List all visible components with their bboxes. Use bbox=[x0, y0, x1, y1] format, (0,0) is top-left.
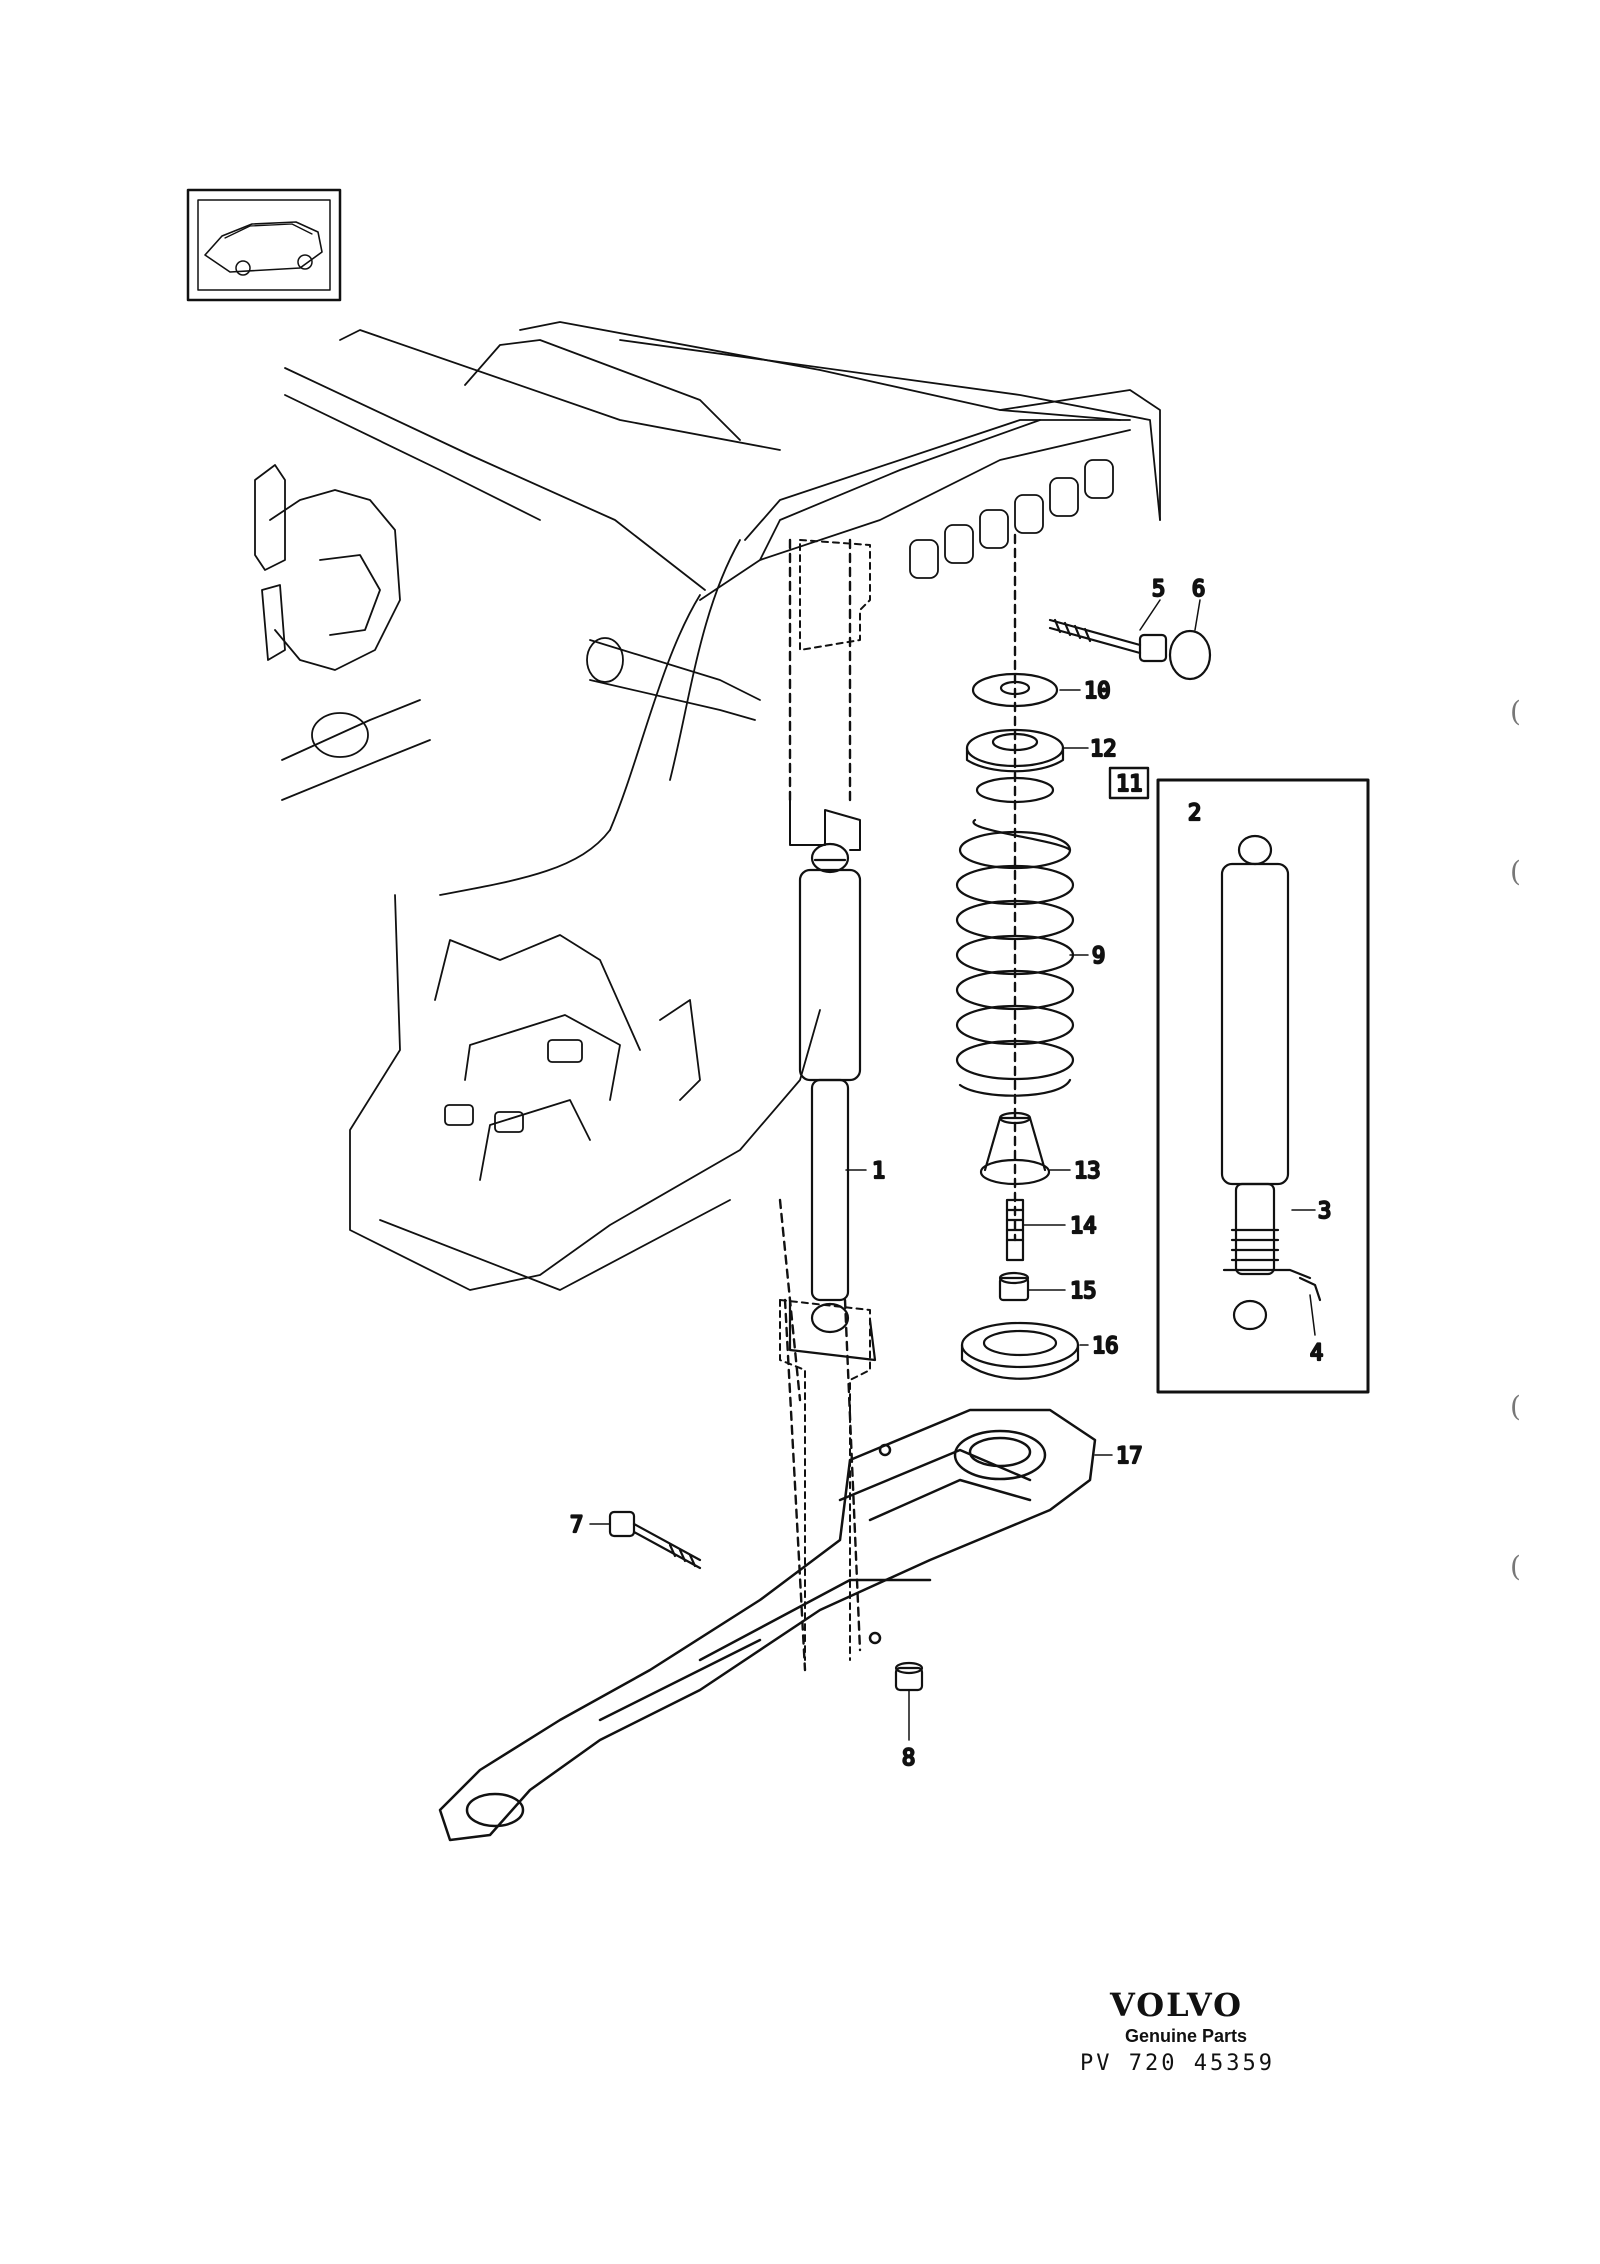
callout-15: 15 bbox=[1070, 1279, 1097, 1304]
bolt-7 bbox=[608, 1510, 702, 1570]
callout-12: 12 bbox=[1090, 737, 1117, 762]
footer-brand-block: VOLVO Genuine Parts PV 720 45359 bbox=[1080, 1986, 1275, 2076]
binder-mark: ( bbox=[1510, 855, 1521, 888]
callout-16: 16 bbox=[1092, 1334, 1119, 1359]
bolt-5 bbox=[1048, 618, 1168, 663]
callout-2: 2 bbox=[1188, 801, 1201, 826]
callout-11: 11 bbox=[1116, 772, 1143, 797]
alternative-shock-inset bbox=[1156, 778, 1370, 1394]
nut-8 bbox=[894, 1661, 924, 1692]
callout-9: 9 bbox=[1092, 944, 1105, 969]
callout-leaders bbox=[589, 689, 1316, 1741]
callout-4: 4 bbox=[1310, 1341, 1323, 1366]
binder-mark: ( bbox=[1510, 695, 1521, 728]
vehicle-thumbnail bbox=[186, 188, 342, 302]
insulator-11 bbox=[975, 776, 1055, 804]
callout-14: 14 bbox=[1070, 1214, 1097, 1239]
callout-10: 10 bbox=[1084, 679, 1111, 704]
callout-17: 17 bbox=[1116, 1444, 1143, 1469]
binder-mark: ( bbox=[1510, 1390, 1521, 1423]
callout-3: 3 bbox=[1318, 1199, 1331, 1224]
shock-lower-bracket bbox=[779, 1299, 871, 1661]
callout-7: 7 bbox=[570, 1513, 583, 1538]
bump-stop-13 bbox=[979, 1111, 1051, 1186]
lower-seat-16 bbox=[960, 1321, 1080, 1380]
assembly-guide-lines bbox=[778, 533, 1017, 1672]
illustration-code: PV 720 45359 bbox=[1080, 2051, 1275, 2076]
coil-spring-9 bbox=[955, 818, 1075, 1097]
genuine-parts-tagline: Genuine Parts bbox=[1125, 2026, 1248, 2046]
volvo-logo: VOLVO bbox=[1110, 1986, 1243, 2024]
callout-13: 13 bbox=[1074, 1159, 1101, 1184]
trailing-arm-17 bbox=[438, 1408, 1097, 1842]
washer-10 bbox=[971, 672, 1059, 708]
callout-5: 5 bbox=[1152, 577, 1165, 602]
callout-1: 1 bbox=[872, 1159, 885, 1184]
vehicle-body-structure bbox=[254, 321, 1161, 1291]
callout-8: 8 bbox=[902, 1746, 915, 1771]
insulator-11-frame bbox=[1108, 766, 1150, 800]
binder-mark: ( bbox=[1510, 1550, 1521, 1583]
stud-14 bbox=[1005, 1198, 1025, 1262]
cap-6 bbox=[1168, 629, 1212, 681]
shock-absorber bbox=[788, 842, 877, 1362]
callout-6: 6 bbox=[1192, 577, 1205, 602]
shock-upper-bracket bbox=[789, 539, 871, 851]
nut-15 bbox=[998, 1271, 1030, 1302]
